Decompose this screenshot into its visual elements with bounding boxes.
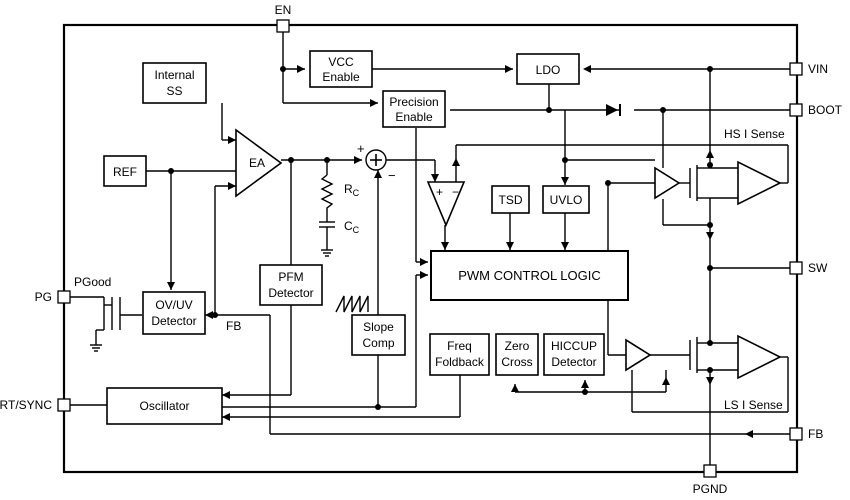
junction-dots xyxy=(168,66,713,410)
hs-gate-driver xyxy=(654,166,681,200)
vcc-enable-line2: Enable xyxy=(322,70,360,84)
zero-cross-line2: Cross xyxy=(501,355,532,369)
pin-rt-sync-label: RT/SYNC xyxy=(0,398,52,412)
pin-pgnd xyxy=(703,464,717,478)
error-amplifier xyxy=(235,128,283,198)
hs-i-sense-label: HS I Sense xyxy=(724,127,785,141)
hs-sense-amplifier xyxy=(737,160,782,206)
pin-en-label: EN xyxy=(275,3,292,17)
ea-label: EA xyxy=(249,156,265,170)
internal-ss-line2: SS xyxy=(166,84,182,98)
comparator-minus-label: − xyxy=(452,185,459,199)
vcc-enable-line1: VCC xyxy=(328,55,354,69)
uvlo-block xyxy=(542,185,590,214)
boot-diode xyxy=(606,104,621,116)
vcc-enable-block xyxy=(309,50,373,88)
internal-ss-block xyxy=(142,62,207,104)
wiring xyxy=(70,32,790,465)
ic-outline xyxy=(62,23,799,474)
precision-enable-line2: Enable xyxy=(395,110,433,124)
pin-boot-label: BOOT xyxy=(808,103,843,117)
ls-sense-amplifier xyxy=(737,334,782,380)
pin-boot xyxy=(789,103,803,117)
precision-enable-line1: Precision xyxy=(389,95,438,109)
oscillator-label: Oscillator xyxy=(139,399,189,413)
ovuv-detector-line1: OV/UV xyxy=(155,298,192,312)
pfm-detector-block xyxy=(259,264,323,306)
pin-fb xyxy=(789,427,803,441)
tsd-label: TSD xyxy=(499,193,523,207)
ldo-label: LDO xyxy=(536,63,561,77)
summing-junction xyxy=(365,149,387,171)
freq-foldback-line2: Foldback xyxy=(435,355,485,369)
slope-comp-block xyxy=(351,314,406,356)
ls-gate-driver xyxy=(625,338,652,372)
zero-cross-block xyxy=(495,333,539,376)
hiccup-detector-block xyxy=(543,333,605,376)
pin-pg xyxy=(57,290,71,304)
ref-label: REF xyxy=(113,165,137,179)
pin-fb-label: FB xyxy=(808,427,823,441)
pgood-label: PGood xyxy=(74,275,111,289)
zero-cross-line1: Zero xyxy=(505,339,530,353)
hiccup-detector-line1: HICCUP xyxy=(551,339,597,353)
pfm-detector-line2: Detector xyxy=(268,286,313,300)
pwm-control-logic-block xyxy=(430,250,629,301)
oscillator-block xyxy=(106,387,223,425)
sawtooth-icon xyxy=(335,295,369,313)
pin-rt-sync xyxy=(57,398,71,412)
arrows xyxy=(167,65,753,438)
pin-vin-label: VIN xyxy=(808,62,828,76)
comparator-plus-label: + xyxy=(436,185,443,199)
freq-foldback-line1: Freq xyxy=(447,339,472,353)
hiccup-detector-line2: Detector xyxy=(551,355,596,369)
uvlo-label: UVLO xyxy=(550,193,583,207)
pin-en xyxy=(276,19,290,33)
ldo-block xyxy=(516,53,580,85)
rc-label: RC xyxy=(344,182,360,198)
fb-internal-label: FB xyxy=(226,319,241,333)
pin-sw xyxy=(789,261,803,275)
tsd-block xyxy=(491,185,530,214)
slope-comp-line2: Comp xyxy=(362,336,394,350)
pin-pgnd-label: PGND xyxy=(693,482,728,496)
pin-pg-label: PG xyxy=(35,290,52,304)
freq-foldback-block xyxy=(429,333,490,376)
pin-sw-label: SW xyxy=(808,261,828,275)
summer-plus-label: + xyxy=(357,141,365,156)
ls-i-sense-label: LS I Sense xyxy=(724,398,783,412)
pin-vin xyxy=(789,62,803,76)
pwm-comparator xyxy=(426,181,466,228)
cc-label: CC xyxy=(344,219,360,235)
pfm-detector-line1: PFM xyxy=(278,270,303,284)
slope-comp-line1: Slope xyxy=(363,320,394,334)
ovuv-detector-line2: Detector xyxy=(151,314,196,328)
pwm-control-logic-label: PWM CONTROL LOGIC xyxy=(458,268,601,283)
ovuv-detector-block xyxy=(142,291,206,335)
precision-enable-block xyxy=(382,90,446,128)
summer-minus-label: − xyxy=(388,168,396,183)
ref-block xyxy=(103,155,147,187)
internal-ss-line1: Internal xyxy=(154,68,194,82)
